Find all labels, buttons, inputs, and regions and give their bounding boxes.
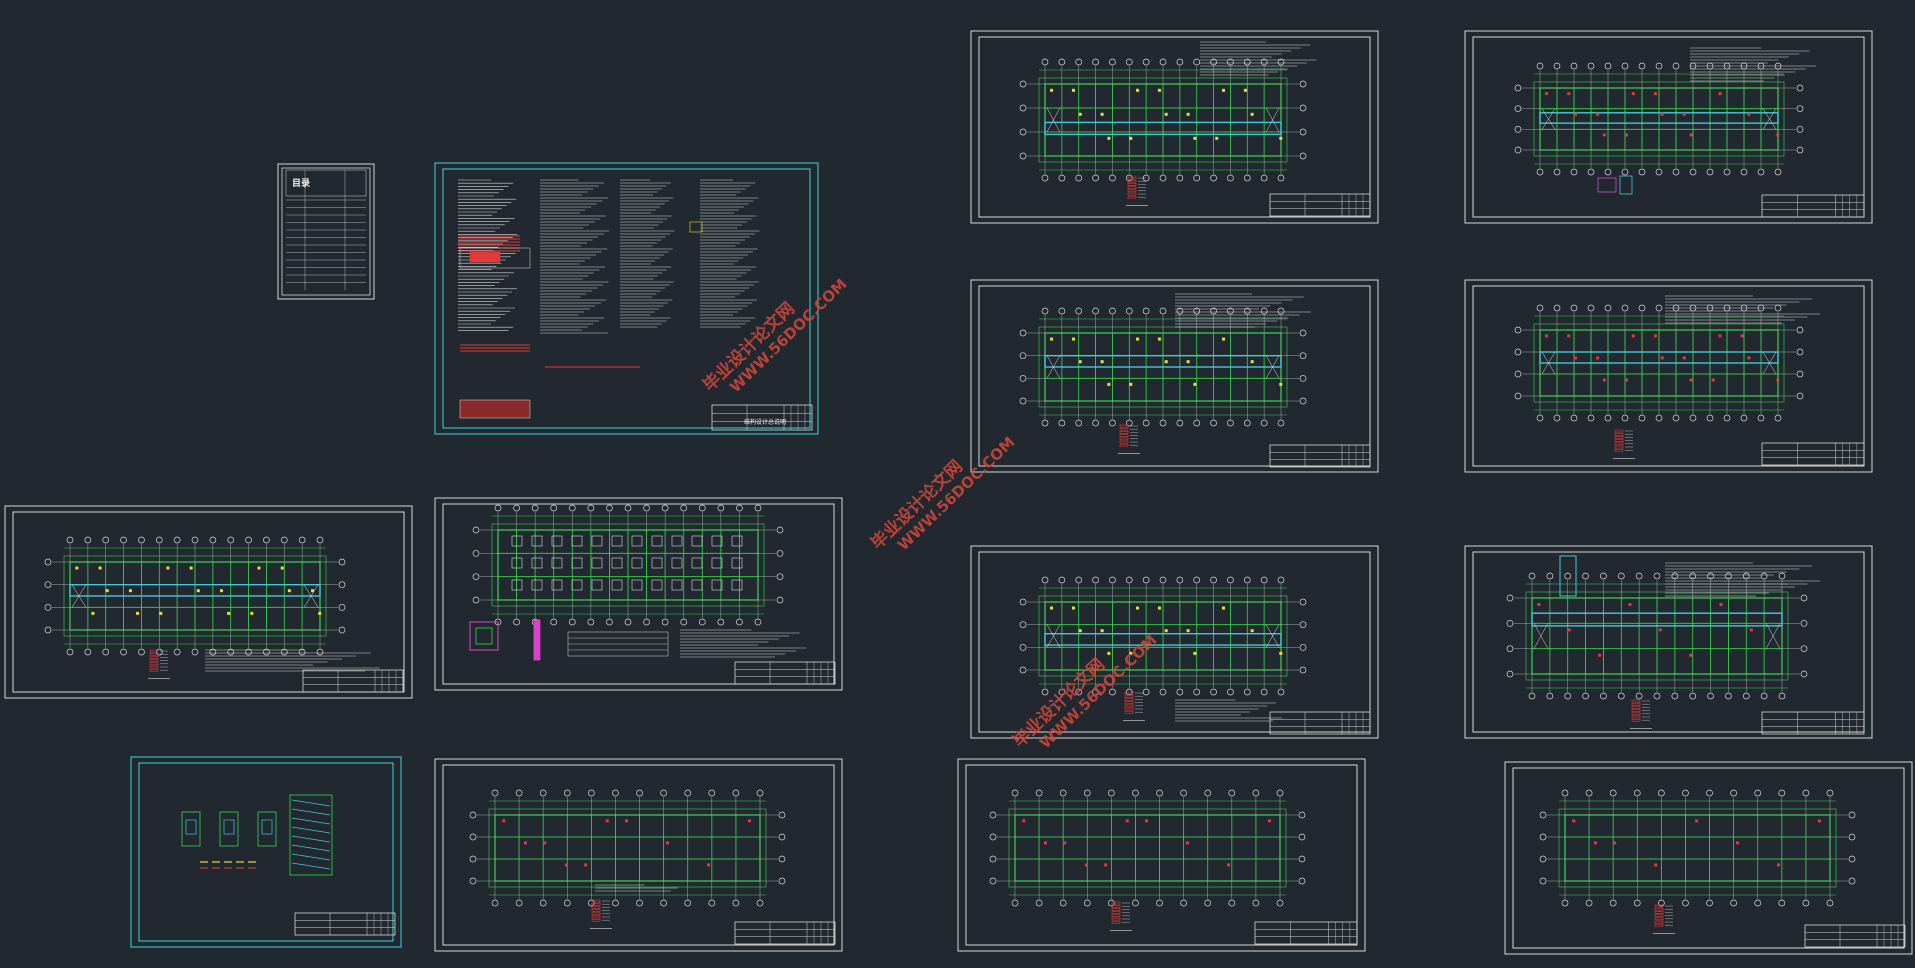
sheet-beam-2[interactable] <box>957 758 1366 952</box>
sheet-index-title: 目录 <box>292 179 311 189</box>
sheet-plan-1[interactable] <box>970 30 1379 224</box>
sheet-stair-details[interactable] <box>130 756 402 948</box>
sheet-beam-1[interactable] <box>434 758 843 952</box>
sheet-plan-3[interactable] <box>970 279 1379 473</box>
sheet-plan-4[interactable] <box>1464 279 1873 473</box>
sheet-plan-left[interactable] <box>4 505 413 699</box>
sheet-general-notes[interactable] <box>434 162 819 435</box>
sheet-beam-3[interactable] <box>1504 761 1913 955</box>
sheet-foundation[interactable] <box>434 497 843 691</box>
sheet-plan-5[interactable] <box>970 545 1379 739</box>
sheet-plan-2[interactable] <box>1464 30 1873 224</box>
sheet-index[interactable] <box>277 163 375 300</box>
sheet-plan-6[interactable] <box>1464 545 1873 739</box>
sheet-notes-title: 结构设计总说明 <box>744 419 787 426</box>
